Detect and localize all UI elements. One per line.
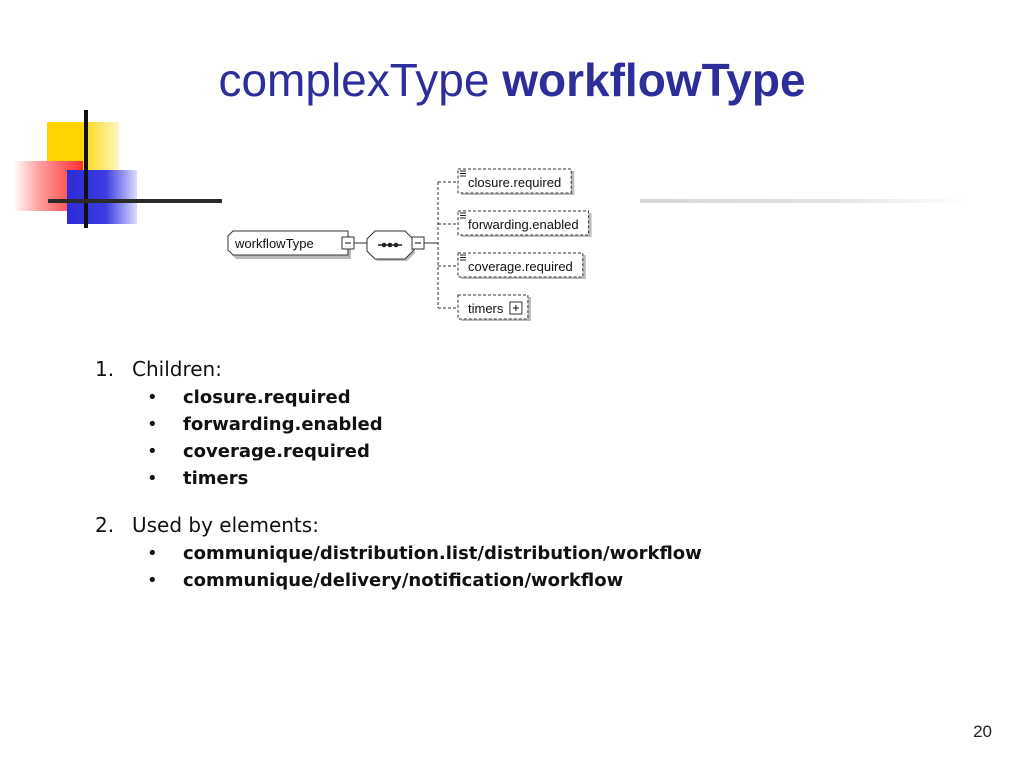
root-node[interactable]: workflowType <box>227 230 351 259</box>
page-number: 20 <box>973 722 992 741</box>
section-used-by: 2. Used by elements: •communique/distrib… <box>95 510 975 594</box>
children-bullet-list: •closure.required •forwarding.enabled •c… <box>95 384 975 492</box>
list-item: •timers <box>147 468 249 489</box>
used-by-bullet-list: •communique/distribution.list/distributi… <box>95 540 975 594</box>
child-node-label: closure.required <box>468 175 561 190</box>
section-number: 1. <box>95 357 115 381</box>
child-nodes: closure.required forwarding.enabled covera… <box>438 168 592 321</box>
child-node[interactable]: closure.required <box>438 168 575 195</box>
section-heading: Children: <box>132 357 222 381</box>
expand-icon[interactable] <box>509 301 523 315</box>
child-node[interactable]: coverage.required <box>438 252 586 279</box>
child-node-label: coverage.required <box>468 259 573 274</box>
child-node-label: forwarding.enabled <box>468 217 579 232</box>
section-number: 2. <box>95 513 115 537</box>
child-node[interactable]: timers <box>438 294 531 321</box>
child-node-label: timers <box>468 301 504 316</box>
root-node-label: workflowType <box>234 236 314 251</box>
sequence-collapse-icon[interactable] <box>411 236 425 250</box>
list-item: •communique/delivery/notification/workfl… <box>147 570 624 591</box>
title-regular: complexType <box>218 54 490 106</box>
section-children: 1. Children: •closure.required •forwardi… <box>95 354 975 492</box>
element-content-icon <box>460 170 466 177</box>
slide-title: complexType workflowType <box>0 48 1024 112</box>
decor-blue-square <box>67 170 137 224</box>
content-list: 1. Children: •closure.required •forwardi… <box>95 354 975 612</box>
section-heading: Used by elements: <box>132 513 319 537</box>
decor-vertical-line <box>84 110 88 228</box>
element-content-icon <box>460 212 466 219</box>
list-item: •communique/distribution.list/distributi… <box>147 543 702 564</box>
sequence-compositor-icon[interactable] <box>366 230 415 261</box>
title-bold: workflowType <box>502 54 806 106</box>
child-node[interactable]: forwarding.enabled <box>438 210 592 237</box>
decor-horizontal-line <box>48 199 222 203</box>
list-item: •forwarding.enabled <box>147 414 383 435</box>
element-content-icon <box>460 254 466 261</box>
decor-horizontal-line-right <box>640 199 970 203</box>
list-item: •closure.required <box>147 387 351 408</box>
root-collapse-icon[interactable] <box>341 236 355 250</box>
list-item: •coverage.required <box>147 441 370 462</box>
